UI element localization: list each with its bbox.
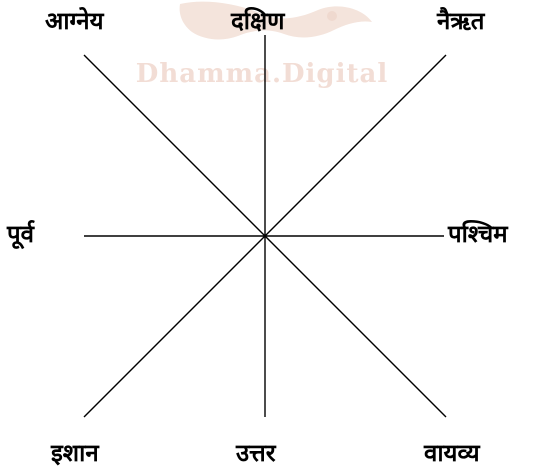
watermark-logo-dot: [327, 11, 337, 21]
label-uttar: उत्तर: [236, 441, 276, 465]
label-pashchim: पश्चिम: [448, 222, 508, 246]
label-agneya: आग्नेय: [45, 9, 104, 33]
label-ishan: इशान: [51, 441, 99, 465]
watermark-text: Dhamma.Digital: [136, 59, 388, 89]
label-purva: पूर्व: [7, 222, 34, 246]
label-vayavya: वायव्य: [424, 441, 480, 465]
label-nairutya: नैऋत: [437, 9, 484, 33]
label-dakshin: दक्षिण: [231, 9, 285, 33]
